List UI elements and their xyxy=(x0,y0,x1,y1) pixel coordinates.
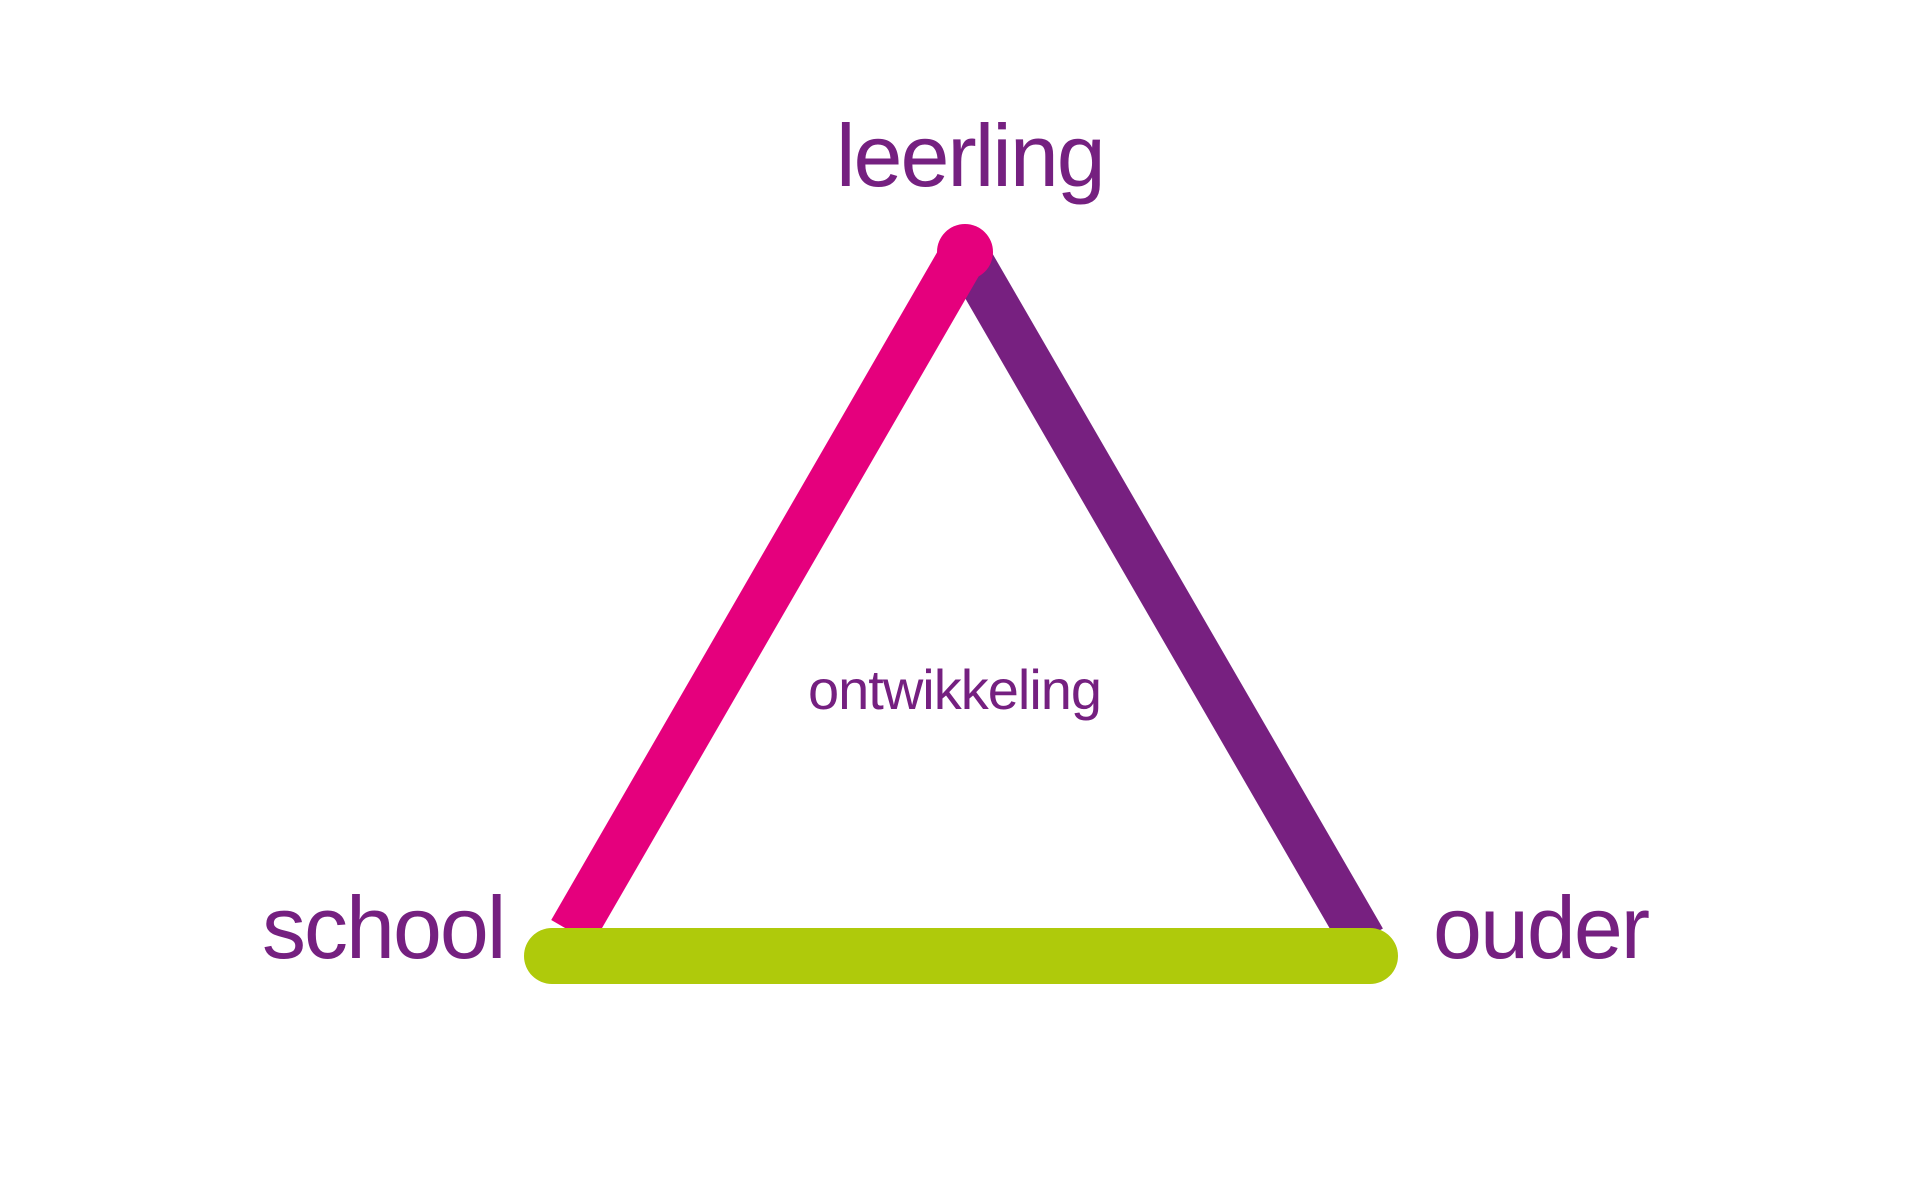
node-label-leerling: leerling xyxy=(836,106,1106,205)
edge-leerling-school xyxy=(551,239,986,945)
node-label-ouder: ouder xyxy=(1433,878,1650,977)
center-label-ontwikkeling: ontwikkeling xyxy=(808,658,1102,721)
node-label-school: school xyxy=(262,878,506,977)
apex-dot-leerling xyxy=(937,224,993,280)
edge-leerling-ouder xyxy=(945,240,1383,952)
